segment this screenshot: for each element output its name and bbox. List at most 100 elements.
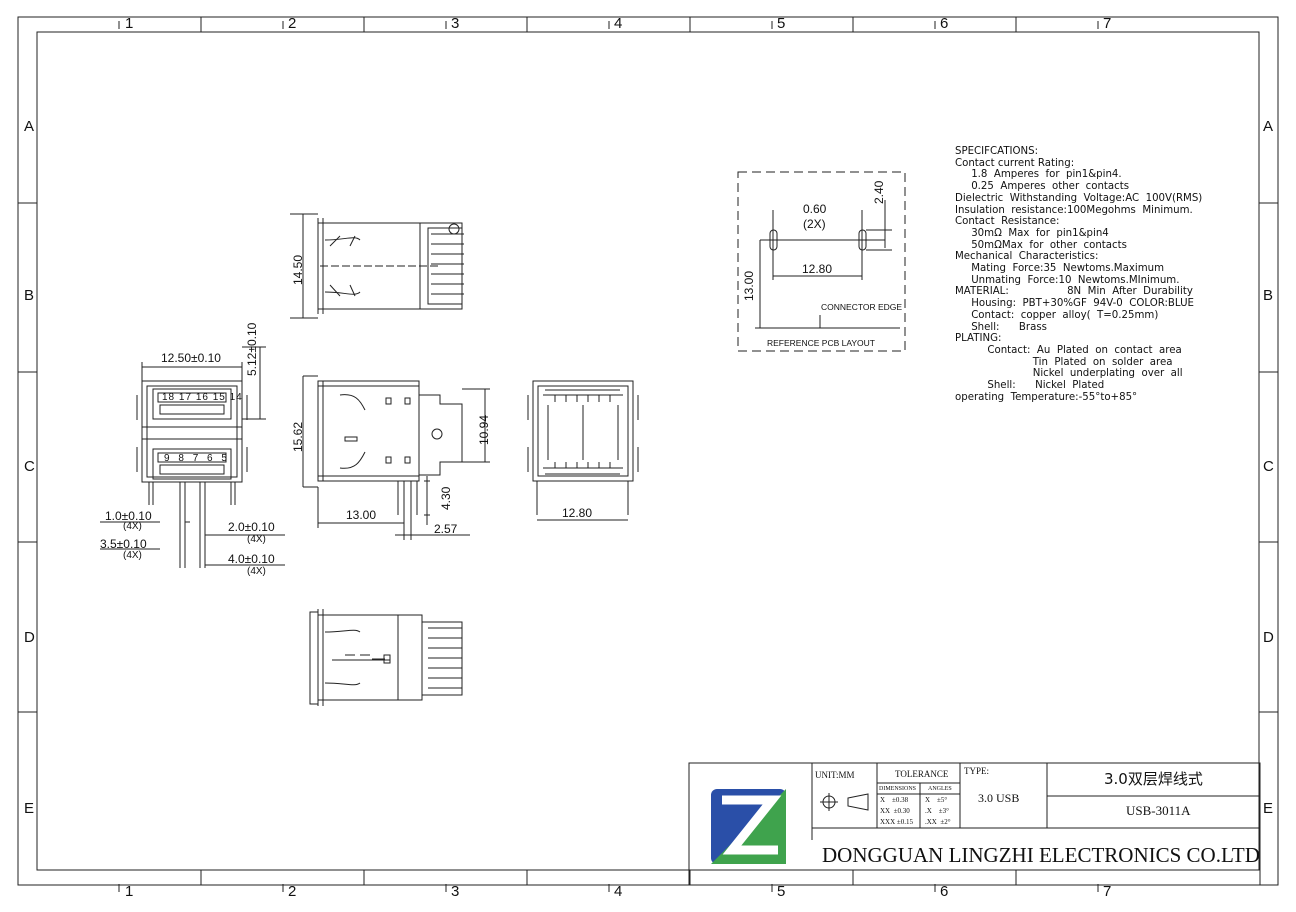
part-number: USB-3011A	[1126, 803, 1191, 818]
zone-row-a-right: A	[1263, 118, 1274, 135]
dim-side-height: 15.62	[291, 421, 305, 452]
outer-border	[17, 16, 1279, 886]
dim-pin-off: 2.57	[434, 522, 458, 536]
pcb-top-offset: 2.40	[872, 180, 886, 204]
zone-col-6-bottom: 6	[940, 883, 949, 900]
dim-side-length: 13.00	[346, 508, 377, 522]
spec-line: Contact: copper alloy( T=0.25mm)	[955, 309, 1159, 321]
dim-pin-p2-count: (4X)	[247, 566, 266, 577]
ang-tol-2: .X ±3°	[925, 807, 949, 815]
spec-line: Insulation resistance:100Megohms Minimum…	[955, 204, 1193, 216]
dim-top-height: 14.50	[291, 254, 305, 285]
side-view	[302, 375, 490, 540]
zone-col-1: 1	[125, 15, 134, 32]
angles-label: ANGLES	[928, 786, 952, 792]
rear-view	[527, 380, 639, 521]
dim-pin-len: 4.30	[439, 486, 453, 510]
dim-pin-w2-count: (4X)	[247, 534, 266, 545]
company-name: DONGGUAN LINGZHI ELECTRONICS CO.LTD	[822, 843, 1260, 867]
dim-pin-w1: 1.0±0.10	[105, 509, 152, 523]
dim-tol-3: XXX ±0.15	[880, 818, 914, 826]
inner-border	[36, 31, 1260, 871]
zone-col-6: 6	[940, 15, 949, 32]
dim-pin-p2: 4.0±0.10	[228, 552, 275, 566]
spec-line: SPECIFCATIONS:	[955, 146, 1039, 157]
pcb-pitch: 12.80	[802, 262, 833, 276]
spec-line: operating Temperature:-55°to+85°	[955, 391, 1138, 403]
tolerance-title: TOLERANCE	[895, 769, 949, 779]
spec-line: Dielectric Withstanding Voltage:AC 100V(…	[955, 192, 1203, 204]
projection-symbol	[820, 793, 869, 811]
spec-line: PLATING:	[955, 333, 1002, 345]
zone-row-c-right: C	[1263, 458, 1274, 475]
product-name: 3.0双层焊线式	[1104, 770, 1203, 788]
zone-row-c: C	[24, 458, 35, 475]
zone-col-5: 5	[777, 15, 786, 32]
pcb-edge-label: CONNECTOR EDGE	[821, 302, 903, 312]
dim-tol-2: XX ±0.30	[880, 807, 910, 815]
spec-line: Nickel underplating over all	[955, 368, 1183, 380]
spec-line: Contact current Rating:	[955, 157, 1075, 169]
dimensions-label: DIMENSIONS	[879, 786, 917, 792]
spec-line: MATERIAL: 8N Min After Durability	[955, 286, 1193, 298]
type-label: TYPE:	[964, 766, 990, 776]
spec-line: Mechanical Characteristics:	[955, 251, 1099, 263]
zone-col-1-bottom: 1	[125, 883, 134, 900]
zone-col-4: 4	[614, 15, 623, 32]
spec-line: Contact: Au Plated on contact area	[955, 344, 1182, 356]
zone-col-7: 7	[1103, 15, 1112, 32]
dim-offset-top: 5.12±0.10	[245, 322, 259, 376]
zone-row-e-right: E	[1263, 800, 1274, 817]
dim-tol-1: X ±0.38	[880, 796, 909, 804]
spec-line: 50mΩMax for other contacts	[955, 239, 1127, 251]
spec-line: Tin Plated on solder area	[955, 356, 1173, 368]
spec-line: Unmating Force:10 Newtoms.MInimum.	[955, 274, 1180, 286]
zone-col-3-bottom: 3	[451, 883, 460, 900]
dim-pin-w1-count: (4X)	[123, 521, 142, 532]
bottom-view	[309, 609, 463, 706]
spec-line: Mating Force:35 Newtoms.Maximum	[955, 263, 1164, 275]
specifications-block: SPECIFCATIONS: Contact current Rating: 1…	[955, 146, 1202, 403]
spec-line: Shell: Brass	[955, 321, 1047, 333]
top-view	[290, 213, 464, 319]
dim-pin-p1: 3.5±0.10	[100, 537, 147, 551]
pcb-slot-count: (2X)	[803, 217, 826, 231]
dim-side-inner: 10.94	[477, 414, 491, 445]
pcb-layout	[737, 171, 906, 352]
spec-line: Housing: PBT+30%GF 94V-0 COLOR:BLUE	[955, 298, 1194, 310]
front-view	[100, 346, 285, 568]
unit-label: UNIT:MM	[815, 770, 855, 780]
type-value: 3.0 USB	[978, 791, 1020, 805]
zone-row-b-right: B	[1263, 287, 1274, 304]
dim-rear-width: 12.80	[562, 506, 593, 520]
pcb-depth: 13.00	[742, 270, 756, 301]
zone-col-5-bottom: 5	[777, 883, 786, 900]
zone-col-7-bottom: 7	[1103, 883, 1112, 900]
zone-row-a: A	[24, 118, 35, 135]
ang-tol-1: X ±5°	[925, 796, 948, 804]
zone-row-e: E	[24, 800, 35, 817]
dim-pin-w2: 2.0±0.10	[228, 520, 275, 534]
company-logo	[711, 789, 786, 864]
pin-numbers-top: 18 17 16 15 14	[162, 392, 243, 403]
dim-width-top: 12.50±0.10	[161, 351, 221, 365]
spec-line: 1.8 Amperes for pin1&pin4.	[955, 169, 1122, 181]
spec-line: 30mΩ Max for pin1&pin4	[955, 227, 1109, 239]
pin-numbers-bottom: 9 8 7 6 5	[164, 453, 230, 464]
zone-col-2-bottom: 2	[288, 883, 297, 900]
dim-pin-p1-count: (4X)	[123, 550, 142, 561]
zone-row-d-right: D	[1263, 629, 1274, 646]
spec-line: Contact Resistance:	[955, 216, 1060, 228]
pcb-title: REFERENCE PCB LAYOUT	[767, 338, 876, 348]
spec-line: 0.25 Amperes other contacts	[955, 181, 1130, 193]
zone-row-d: D	[24, 629, 35, 646]
zone-col-3: 3	[451, 15, 460, 32]
title-block	[688, 762, 1261, 886]
spec-line: Shell: Nickel Plated	[955, 380, 1105, 392]
zone-col-4-bottom: 4	[614, 883, 623, 900]
zone-row-b: B	[24, 287, 35, 304]
zone-col-2: 2	[288, 15, 297, 32]
ang-tol-3: .XX ±2°	[925, 818, 951, 826]
pcb-slot-width: 0.60	[803, 202, 827, 216]
